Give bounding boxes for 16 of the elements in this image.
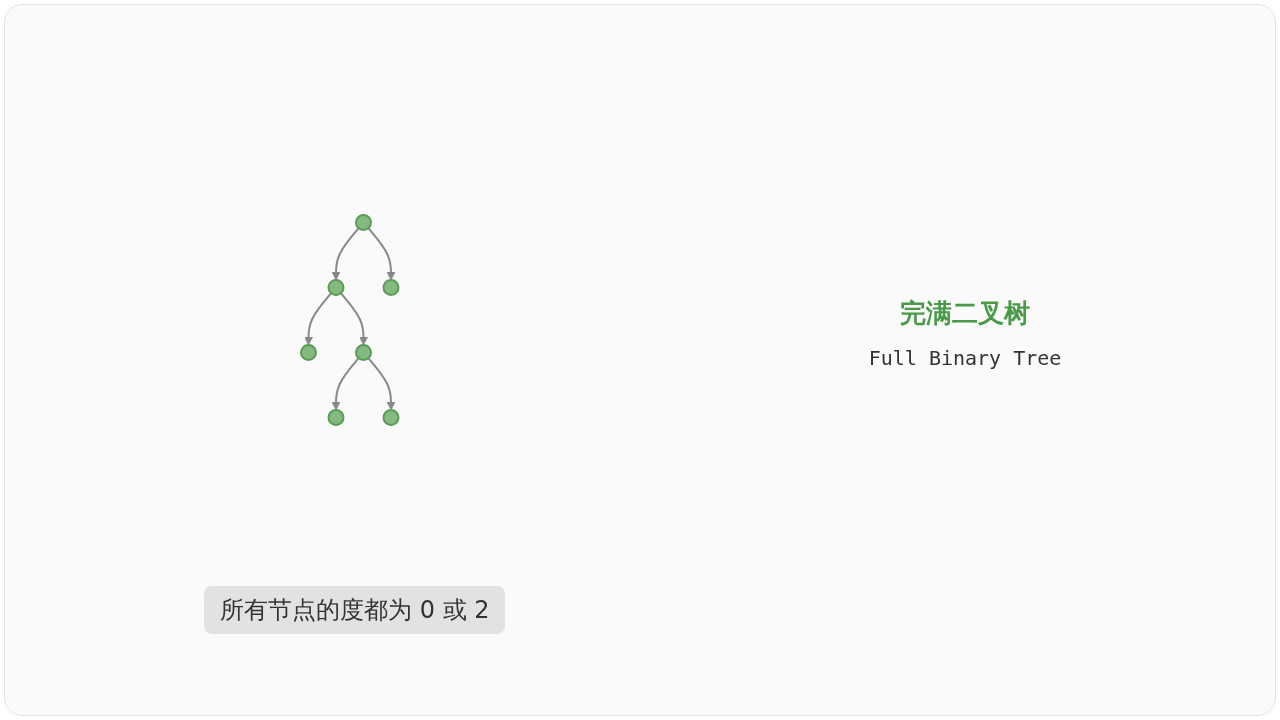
node-circle (355, 214, 373, 231)
note: 所有节点的度都为 0 或 2 (204, 586, 506, 634)
node-circle (300, 344, 318, 361)
node-circle (382, 409, 400, 426)
node-circle (355, 344, 373, 361)
diagram-heading: 完满二叉树 (899, 297, 1031, 330)
node-circle (382, 279, 400, 296)
node-circle (327, 409, 345, 426)
arrow (367, 227, 396, 281)
arrow (367, 357, 396, 411)
arrow (340, 292, 369, 346)
arrow (331, 227, 360, 281)
node-circle (327, 279, 345, 296)
arrow (304, 292, 333, 346)
arrow (331, 357, 360, 411)
diagram-subheading: Full Binary Tree (867, 346, 1063, 370)
